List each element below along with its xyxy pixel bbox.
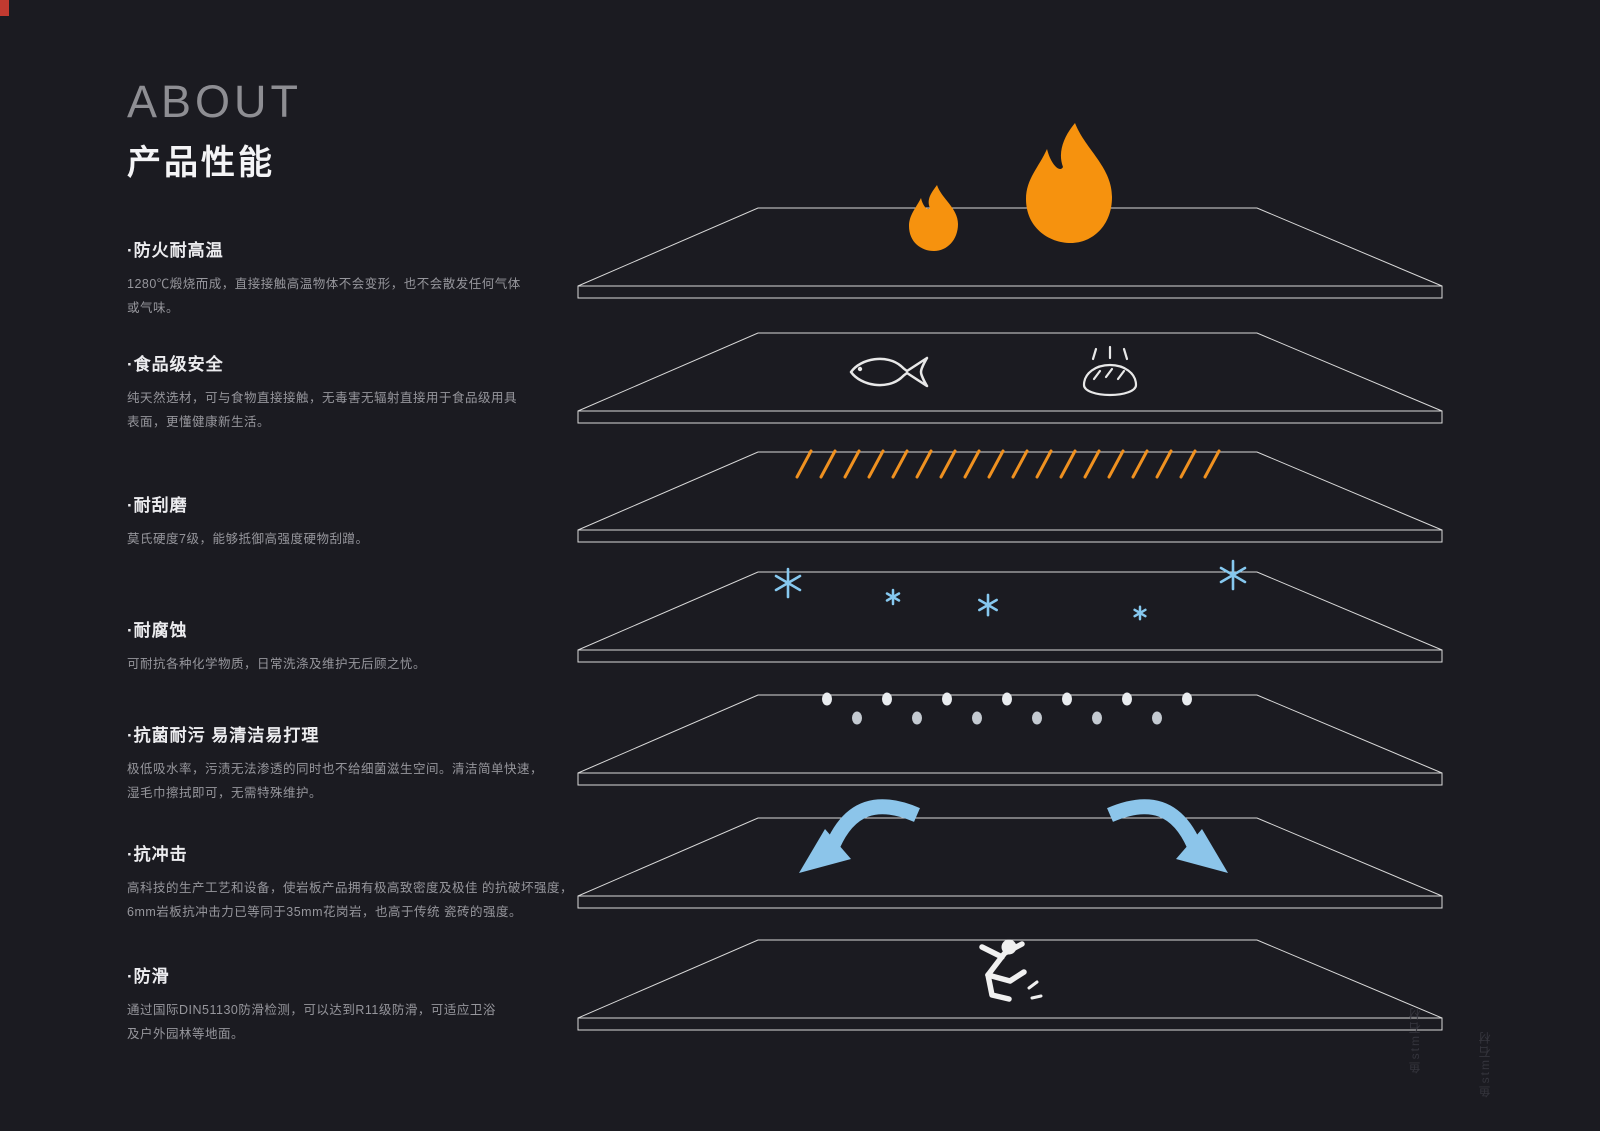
feature-desc: 1280℃煅烧而成，直接接触高温物体不会变形，也不会散发任何气体 或气味。	[127, 277, 521, 315]
watermark: 鱼stm石材	[1478, 1030, 1492, 1098]
slab-layer-5	[577, 694, 1443, 786]
droplet-dots-icon	[822, 692, 1192, 725]
feature-desc: 莫氏硬度7级，能够抵御高强度硬物刮蹭。	[127, 532, 369, 546]
feature-title: ·防滑	[127, 967, 170, 986]
feature-title: ·抗菌耐污 易清洁易打理	[127, 726, 320, 745]
corner-artifact	[0, 0, 9, 16]
feature-antibacterial: ·抗菌耐污 易清洁易打理 极低吸水率，污渍无法渗透的同时也不给细菌滋生空间。清洁…	[127, 721, 575, 806]
slab-layer-6	[577, 817, 1443, 909]
feature-title: ·抗冲击	[127, 845, 188, 864]
bounce-arrow-right-icon	[1107, 799, 1228, 873]
bounce-arrow-left-icon	[799, 799, 920, 873]
flame-icon	[909, 123, 1112, 251]
scratch-marks-icon	[795, 449, 1221, 479]
watermark: 鱼stm石材	[1408, 1006, 1422, 1074]
feature-impact-resistant: ·抗冲击 高科技的生产工艺和设备，使岩板产品拥有极高致密度及极佳 的抗破坏强度，…	[127, 840, 575, 925]
fish-icon	[849, 356, 929, 388]
slab-layer-3	[577, 451, 1443, 543]
sparkle-icon	[774, 559, 1247, 621]
feature-title: ·耐刮磨	[127, 496, 188, 515]
page-title-en: ABOUT	[127, 76, 303, 127]
feature-desc: 通过国际DIN51130防滑检测，可以达到R11级防滑，可适应卫浴 及户外园林等…	[127, 1003, 496, 1041]
slipping-person-icon	[979, 939, 1043, 1002]
slab-layer-2	[577, 332, 1443, 424]
feature-desc: 纯天然选材，可与食物直接接触，无毒害无辐射直接用于食品级用具 表面，更懂健康新生…	[127, 391, 518, 429]
feature-desc: 可耐抗各种化学物质，日常洗涤及维护无后顾之忧。	[127, 657, 427, 671]
feature-corrosion-resistant: ·耐腐蚀 可耐抗各种化学物质，日常洗涤及维护无后顾之忧。	[127, 616, 575, 677]
feature-scratch-resistant: ·耐刮磨 莫氏硬度7级，能够抵御高强度硬物刮蹭。	[127, 491, 575, 552]
slab-layer-4	[577, 571, 1443, 663]
feature-title: ·耐腐蚀	[127, 621, 188, 640]
slab-layers-diagram	[577, 123, 1443, 1031]
slab-layer-1	[577, 207, 1443, 299]
feature-fireproof: ·防火耐高温 1280℃煅烧而成，直接接触高温物体不会变形，也不会散发任何气体 …	[127, 236, 575, 321]
feature-title: ·防火耐高温	[127, 241, 224, 260]
page-title-zh: 产品性能	[127, 144, 275, 182]
feature-desc: 高科技的生产工艺和设备，使岩板产品拥有极高致密度及极佳 的抗破坏强度， 6mm岩…	[127, 881, 573, 919]
bread-icon	[1082, 345, 1138, 397]
feature-title: ·食品级安全	[127, 355, 224, 374]
feature-desc: 极低吸水率，污渍无法渗透的同时也不给细菌滋生空间。清洁简单快速， 湿毛巾擦拭即可…	[127, 762, 544, 800]
feature-anti-slip: ·防滑 通过国际DIN51130防滑检测，可以达到R11级防滑，可适应卫浴 及户…	[127, 962, 575, 1047]
feature-food-safe: ·食品级安全 纯天然选材，可与食物直接接触，无毒害无辐射直接用于食品级用具 表面…	[127, 350, 575, 435]
